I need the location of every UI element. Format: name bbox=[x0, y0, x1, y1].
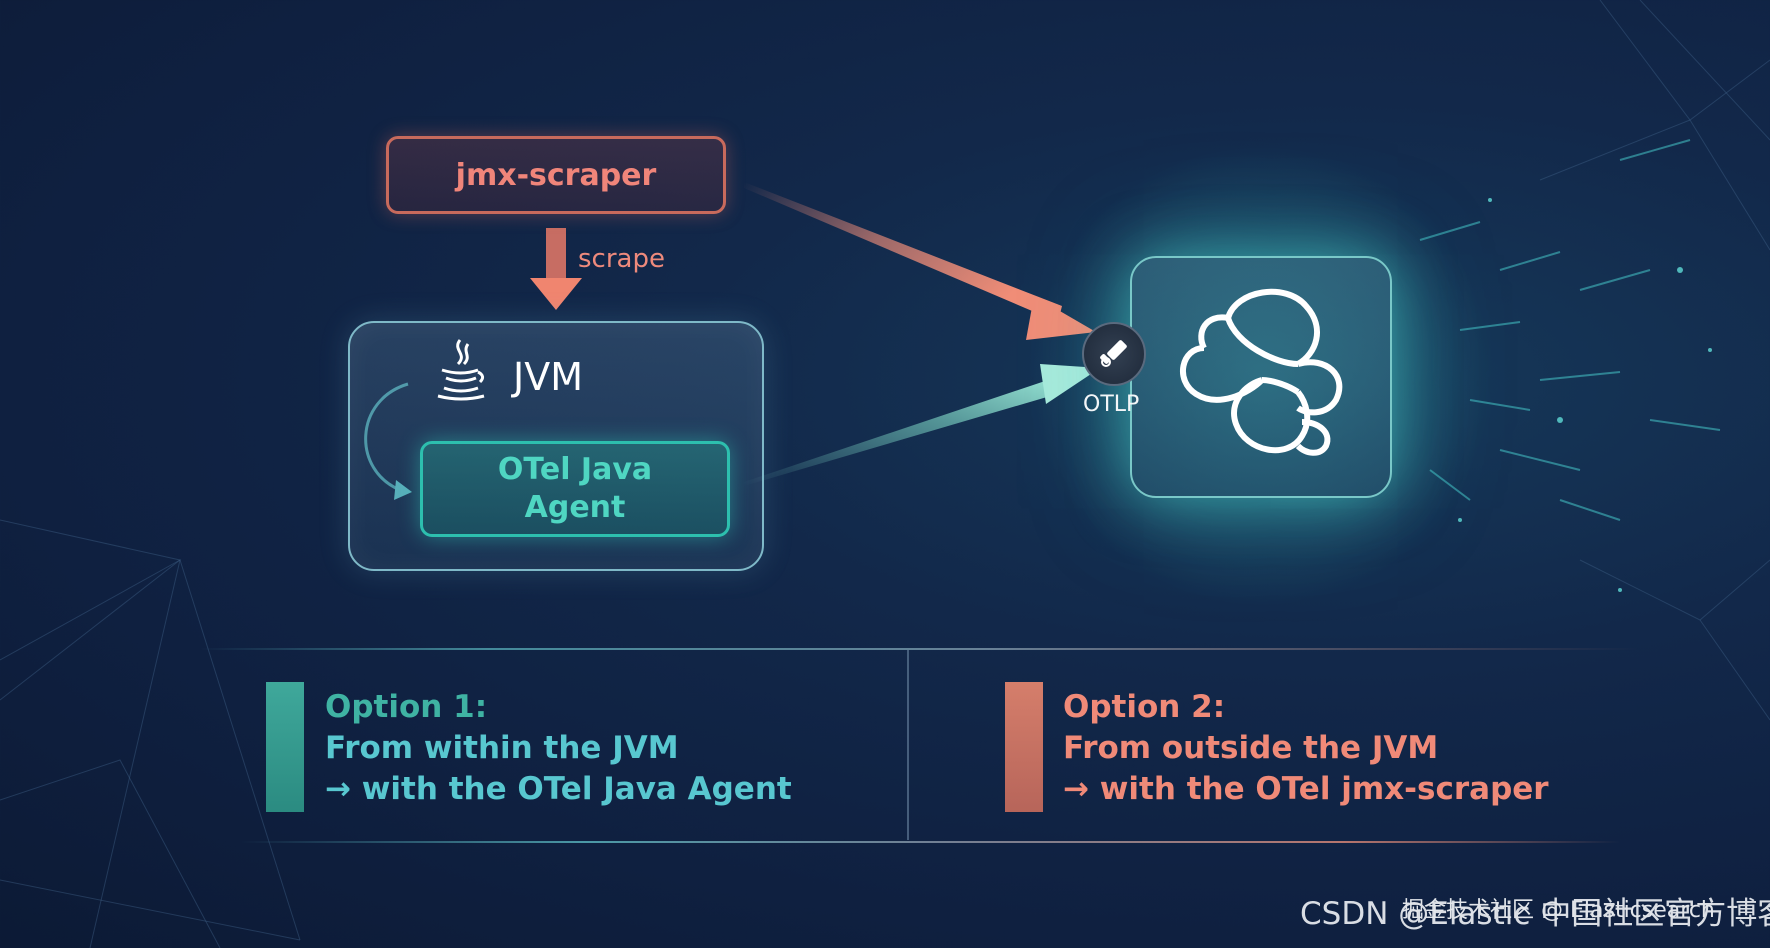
option1-text: Option 1: From within the JVM → with the… bbox=[325, 687, 792, 810]
otel-agent-line2: Agent bbox=[525, 489, 626, 527]
option2-color-bar bbox=[1005, 682, 1043, 812]
scrape-arrow bbox=[530, 228, 582, 310]
option1-title: Option 1: bbox=[325, 687, 792, 728]
otel-agent-line1: OTel Java bbox=[498, 451, 652, 489]
particle-dots bbox=[1458, 198, 1712, 592]
jvm-title: JVM bbox=[513, 355, 583, 399]
option1-line1: From within the JVM bbox=[325, 728, 792, 769]
option1-line2: → with the OTel Java Agent bbox=[325, 769, 792, 810]
otel-java-agent-box: OTel Java Agent bbox=[420, 441, 730, 537]
elastic-logo-icon bbox=[1166, 284, 1362, 470]
java-cup-icon bbox=[434, 336, 488, 402]
option2-line2: → with the OTel jmx-scraper bbox=[1063, 769, 1549, 810]
scrape-label: scrape bbox=[578, 244, 665, 274]
option2-line1: From outside the JVM bbox=[1063, 728, 1549, 769]
option2-title: Option 2: bbox=[1063, 687, 1549, 728]
options-bottom-divider bbox=[240, 841, 1620, 843]
options-vertical-divider bbox=[907, 650, 909, 840]
watermark-juejin: 掘金技术社区 @ Elasticsearch bbox=[1402, 892, 1715, 924]
jmx-to-otlp-arrow bbox=[744, 182, 1096, 340]
jmx-scraper-box: jmx-scraper bbox=[386, 136, 726, 214]
otlp-label: OTLP bbox=[1083, 392, 1139, 417]
options-top-divider bbox=[200, 648, 1640, 650]
option2-text: Option 2: From outside the JVM → with th… bbox=[1063, 687, 1549, 810]
opentelemetry-telescope-icon bbox=[1094, 334, 1134, 374]
jmx-scraper-label: jmx-scraper bbox=[456, 158, 657, 193]
option1-color-bar bbox=[266, 682, 304, 812]
